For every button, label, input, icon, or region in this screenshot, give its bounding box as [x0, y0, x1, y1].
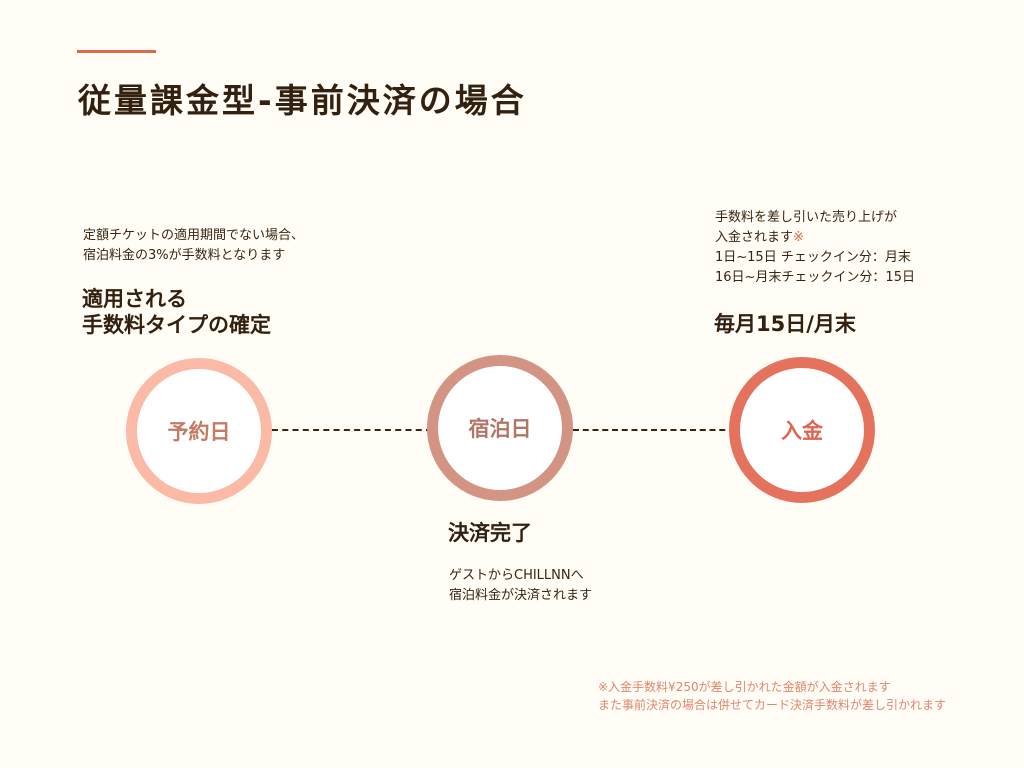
title-accent-bar [77, 50, 156, 53]
step1-heading: 適用される 手数料タイプの確定 [82, 286, 271, 338]
step1-circle: 予約日 [126, 358, 272, 504]
footnote-line: また事前決済の場合は併せてカード決済手数料が差し引かれます [598, 698, 947, 712]
note-mark: ※ [793, 230, 804, 245]
step3-circle: 入金 [729, 357, 875, 503]
timeline-connector-1-2 [272, 429, 432, 431]
step3-description-line: 16日~月末チェックイン分：15日 [715, 270, 915, 285]
footnote-line: ※入金手数料¥250が差し引かれた金額が入金されます [598, 680, 891, 694]
step3-description-line: 入金されます※ [715, 228, 915, 248]
step3-description: 手数料を差し引いた売り上げが 入金されます※ 1日~15日 チェックイン分：月末… [715, 208, 915, 288]
step1-description-line: 宿泊料金の3%が手数料となります [83, 248, 286, 263]
step1-heading-line: 手数料タイプの確定 [82, 313, 271, 337]
step3-label: 入金 [781, 419, 823, 443]
step1-label: 予約日 [167, 420, 231, 444]
timeline-connector-2-3 [573, 429, 735, 431]
step3-description-text: 入金されます [715, 230, 794, 245]
step2-description-line: ゲストからCHILLNNへ [449, 568, 584, 583]
step3-description-line: 1日~15日 チェックイン分：月末 [715, 250, 911, 265]
step1-heading-line: 適用される [82, 287, 187, 311]
step2-label: 宿泊日 [468, 417, 532, 441]
step1-description-line: 定額チケットの適用期間でない場合、 [83, 228, 305, 243]
step2-circle: 宿泊日 [427, 355, 573, 501]
step2-description-line: 宿泊料金が決済されます [449, 588, 593, 603]
footnote: ※入金手数料¥250が差し引かれた金額が入金されます また事前決済の場合は併せて… [598, 678, 946, 714]
page-title: 従量課金型-事前決済の場合 [78, 81, 527, 120]
step1-description: 定額チケットの適用期間でない場合、 宿泊料金の3%が手数料となります [83, 226, 304, 266]
step3-heading: 毎月15日/月末 [714, 312, 856, 336]
step2-heading: 決済完了 [448, 521, 532, 545]
step3-description-line: 手数料を差し引いた売り上げが [715, 210, 898, 225]
step2-description: ゲストからCHILLNNへ 宿泊料金が決済されます [449, 566, 592, 606]
